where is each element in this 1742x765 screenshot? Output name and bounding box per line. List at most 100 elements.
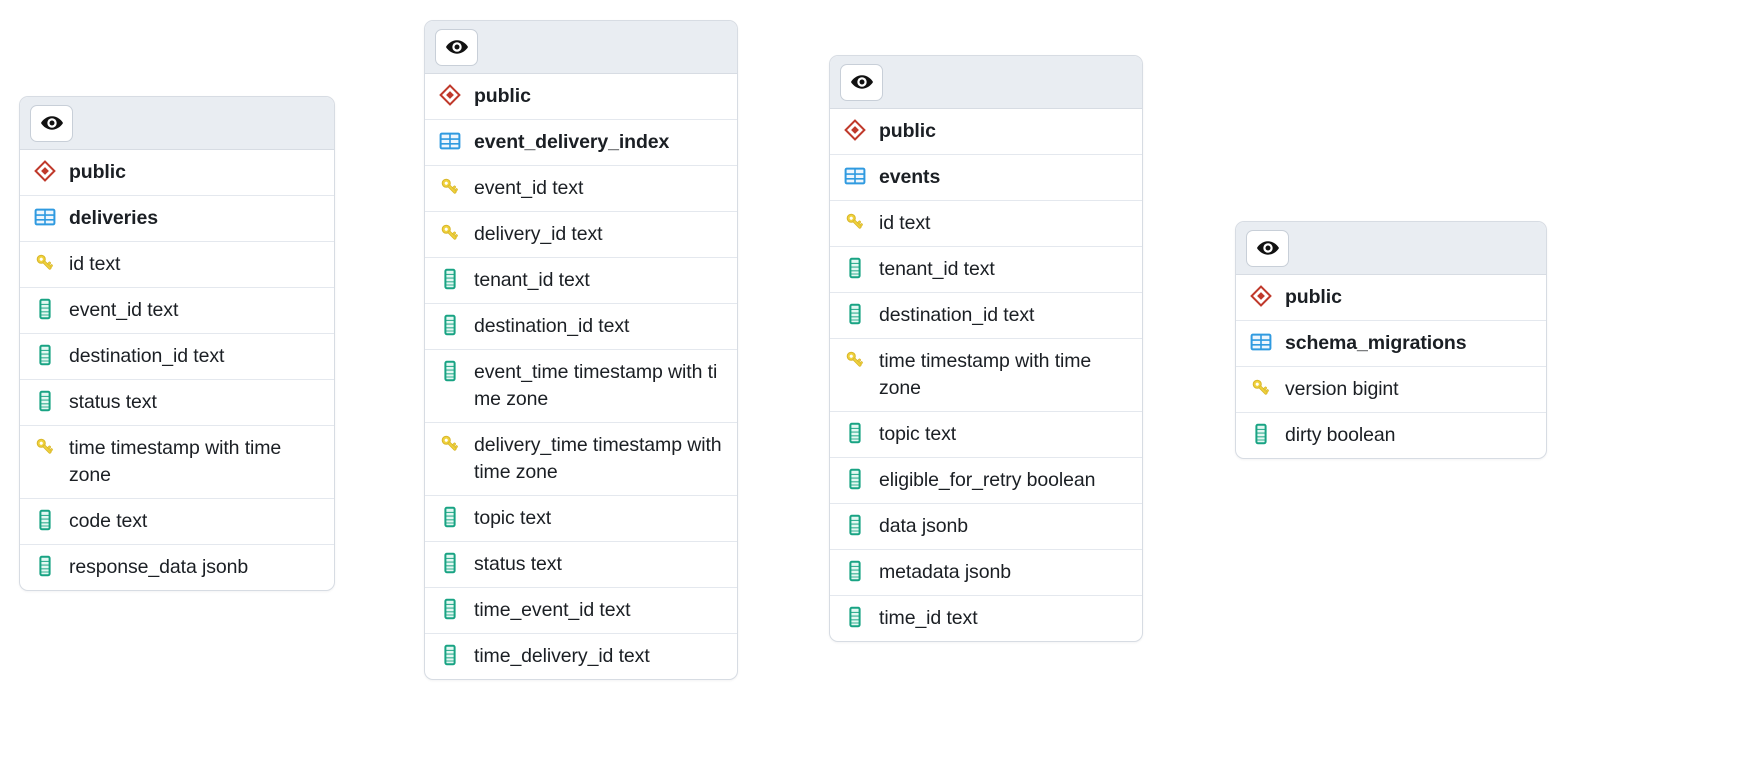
column-row[interactable]: event_time timestamp with time zone xyxy=(425,350,737,423)
column-icon xyxy=(34,298,56,320)
table-card-deliveries[interactable]: public deliveries id text event_id text dest… xyxy=(19,96,335,591)
column-row[interactable]: delivery_id text xyxy=(425,212,737,258)
table-name-row[interactable]: events xyxy=(830,155,1142,201)
schema-name: public xyxy=(474,85,531,107)
column-row[interactable]: time timestamp with time zone xyxy=(830,339,1142,412)
column-row[interactable]: destination_id text xyxy=(830,293,1142,339)
key-icon xyxy=(844,349,866,371)
schema-diamond-icon xyxy=(439,84,461,106)
table-card-header xyxy=(425,21,737,74)
table-card-event_delivery_index[interactable]: public event_delivery_index event_id text d… xyxy=(424,20,738,680)
column-row[interactable]: status text xyxy=(20,380,334,426)
column-label: metadata jsonb xyxy=(879,561,1011,583)
table-name: event_delivery_index xyxy=(474,131,670,153)
visibility-toggle-button[interactable] xyxy=(30,104,73,142)
table-card-header xyxy=(830,56,1142,109)
column-label: delivery_time timestamp with time zone xyxy=(474,434,722,483)
key-icon xyxy=(439,433,461,455)
column-row[interactable]: version bigint xyxy=(1236,367,1546,413)
column-label: destination_id text xyxy=(474,315,630,337)
column-label: time_id text xyxy=(879,607,978,629)
column-row[interactable]: id text xyxy=(20,242,334,288)
column-row[interactable]: topic text xyxy=(830,412,1142,458)
schema-diamond-icon xyxy=(844,119,866,141)
column-label: version bigint xyxy=(1285,378,1399,400)
eye-icon xyxy=(1255,235,1281,261)
column-label: time_delivery_id text xyxy=(474,645,650,667)
column-label: id text xyxy=(69,253,121,275)
column-row[interactable]: time timestamp with time zone xyxy=(20,426,334,499)
column-icon xyxy=(439,360,461,382)
column-label: time timestamp with time zone xyxy=(69,437,282,486)
table-grid-icon xyxy=(1250,331,1272,353)
schema-name: public xyxy=(69,161,126,183)
table-card-events[interactable]: public events id text tenant_id text destina… xyxy=(829,55,1143,642)
schema-row[interactable]: public xyxy=(425,74,737,120)
column-row[interactable]: dirty boolean xyxy=(1236,413,1546,458)
table-name: events xyxy=(879,166,941,188)
eye-icon xyxy=(849,69,875,95)
table-card-header xyxy=(20,97,334,150)
column-icon xyxy=(439,314,461,336)
column-label: eligible_for_retry boolean xyxy=(879,469,1096,491)
column-row[interactable]: eligible_for_retry boolean xyxy=(830,458,1142,504)
column-label: event_id text xyxy=(69,299,179,321)
column-row[interactable]: status text xyxy=(425,542,737,588)
column-icon xyxy=(439,644,461,666)
visibility-toggle-button[interactable] xyxy=(1246,229,1289,267)
column-row[interactable]: metadata jsonb xyxy=(830,550,1142,596)
column-icon xyxy=(844,468,866,490)
table-card-header xyxy=(1236,222,1546,275)
column-row[interactable]: event_id text xyxy=(425,166,737,212)
column-label: delivery_id text xyxy=(474,223,603,245)
table-name-row[interactable]: deliveries xyxy=(20,196,334,242)
column-label: destination_id text xyxy=(879,304,1035,326)
schema-row[interactable]: public xyxy=(1236,275,1546,321)
column-row[interactable]: data jsonb xyxy=(830,504,1142,550)
column-icon xyxy=(439,552,461,574)
table-name: deliveries xyxy=(69,207,158,229)
column-label: topic text xyxy=(879,423,957,445)
column-row[interactable]: time_event_id text xyxy=(425,588,737,634)
column-icon xyxy=(844,560,866,582)
column-label: id text xyxy=(879,212,931,234)
column-row[interactable]: tenant_id text xyxy=(425,258,737,304)
column-row[interactable]: time_id text xyxy=(830,596,1142,641)
key-icon xyxy=(34,436,56,458)
column-label: tenant_id text xyxy=(474,269,590,291)
column-row[interactable]: destination_id text xyxy=(425,304,737,350)
column-label: event_id text xyxy=(474,177,584,199)
column-row[interactable]: time_delivery_id text xyxy=(425,634,737,679)
table-name-row[interactable]: schema_migrations xyxy=(1236,321,1546,367)
eye-icon xyxy=(39,110,65,136)
column-row[interactable]: code text xyxy=(20,499,334,545)
schema-diamond-icon xyxy=(1250,285,1272,307)
column-icon xyxy=(1250,423,1272,445)
key-icon xyxy=(34,252,56,274)
column-label: dirty boolean xyxy=(1285,424,1396,446)
column-row[interactable]: delivery_time timestamp with time zone xyxy=(425,423,737,496)
column-row[interactable]: destination_id text xyxy=(20,334,334,380)
column-label: response_data jsonb xyxy=(69,556,249,578)
schema-row[interactable]: public xyxy=(20,150,334,196)
schema-row[interactable]: public xyxy=(830,109,1142,155)
column-label: data jsonb xyxy=(879,515,968,537)
column-label: destination_id text xyxy=(69,345,225,367)
column-icon xyxy=(844,606,866,628)
column-icon xyxy=(439,506,461,528)
column-icon xyxy=(34,509,56,531)
key-icon xyxy=(439,176,461,198)
column-label: time timestamp with time zone xyxy=(879,350,1092,399)
column-row[interactable]: event_id text xyxy=(20,288,334,334)
column-label: status text xyxy=(69,391,157,413)
column-row[interactable]: response_data jsonb xyxy=(20,545,334,590)
column-row[interactable]: tenant_id text xyxy=(830,247,1142,293)
table-name-row[interactable]: event_delivery_index xyxy=(425,120,737,166)
column-row[interactable]: topic text xyxy=(425,496,737,542)
visibility-toggle-button[interactable] xyxy=(435,28,478,66)
visibility-toggle-button[interactable] xyxy=(840,63,883,101)
column-icon xyxy=(844,514,866,536)
column-row[interactable]: id text xyxy=(830,201,1142,247)
